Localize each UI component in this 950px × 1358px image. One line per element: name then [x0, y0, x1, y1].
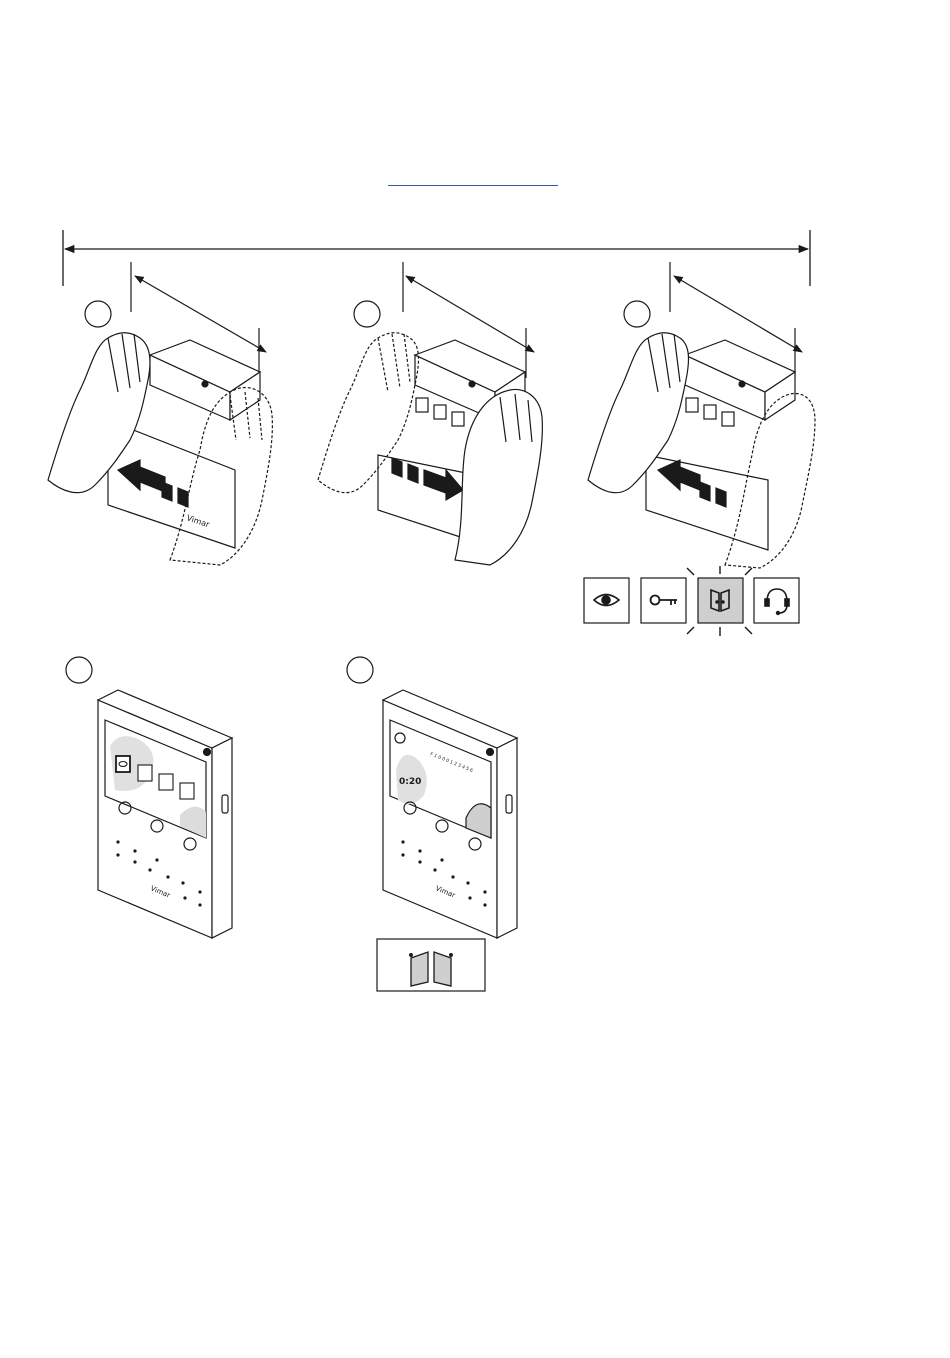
function-icon-row [584, 566, 799, 636]
link-underline[interactable] [388, 185, 558, 186]
step-4-panel: Vimar [66, 657, 232, 938]
door-open-indicator [377, 939, 485, 991]
step-5-panel: F 1 0 0 0 1 2 3 4 5 6 0:20 Vimar [347, 657, 517, 938]
step-3-panel [588, 262, 815, 568]
step-5-circle [347, 657, 373, 683]
step-1-panel: Vimar [48, 262, 272, 565]
step-1-circle [85, 301, 111, 327]
headset-button[interactable] [754, 578, 799, 623]
step-2-panel [318, 262, 542, 565]
step-3-circle [624, 301, 650, 327]
step-5-timer: 0:20 [399, 777, 421, 787]
step-4-circle [66, 657, 92, 683]
overall-dimension [63, 230, 810, 286]
step-2-circle [354, 301, 380, 327]
